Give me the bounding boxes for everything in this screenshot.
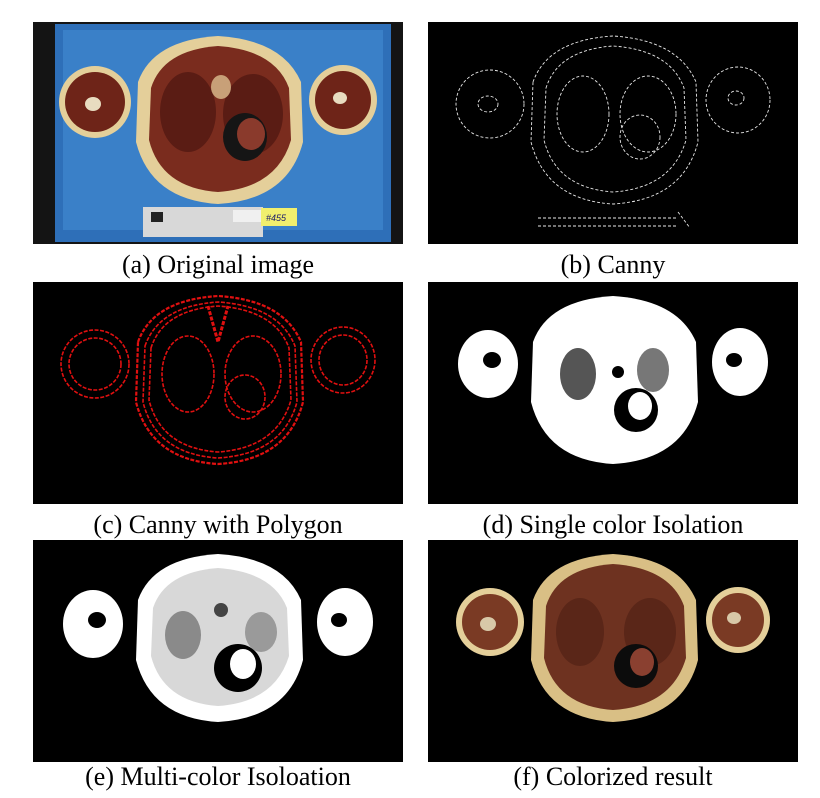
original-image-thumbnail: #455 xyxy=(33,22,403,244)
specimen-tag: #455 xyxy=(266,213,287,223)
caption-e: (e) Multi-color Isoloation xyxy=(85,762,351,791)
panel-a-original-image: #455 xyxy=(33,22,403,244)
caption-d: (d) Single color Isolation xyxy=(482,510,744,539)
panel-b-canny xyxy=(428,22,798,244)
canny-polygon-image xyxy=(60,294,376,466)
canny-edge-image xyxy=(455,35,771,229)
multi-color-mask-image xyxy=(63,554,373,722)
colorized-result-image xyxy=(456,554,770,722)
panel-d-single-color-isolation xyxy=(428,282,798,504)
panel-f-colorized-result xyxy=(428,540,798,762)
single-color-mask-image xyxy=(458,296,768,464)
caption-c: (c) Canny with Polygon xyxy=(93,510,343,539)
caption-a: (a) Original image xyxy=(121,250,315,279)
panel-c-canny-with-polygon xyxy=(33,282,403,504)
caption-b: (b) Canny xyxy=(560,250,666,279)
panel-e-multi-color-isolation xyxy=(33,540,403,762)
caption-f: (f) Colorized result xyxy=(513,762,713,791)
